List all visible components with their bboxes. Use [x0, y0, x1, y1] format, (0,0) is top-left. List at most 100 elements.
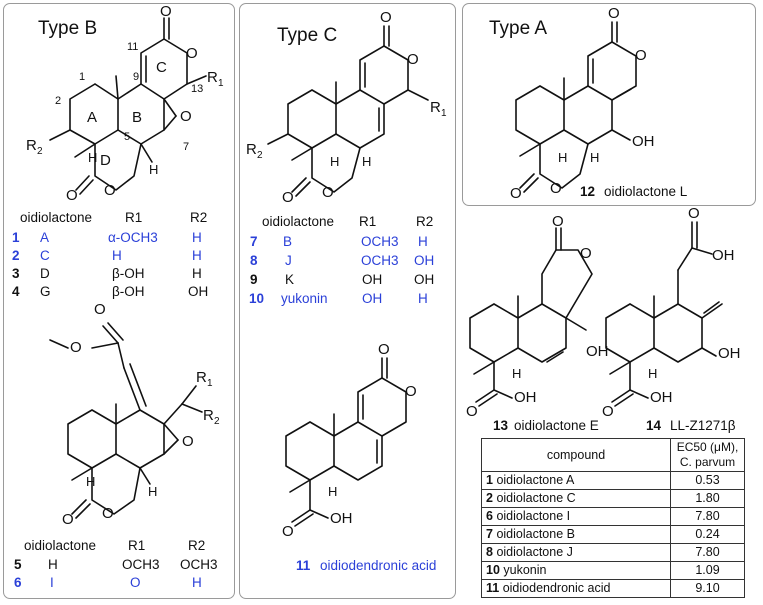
r2-value: H	[418, 291, 428, 306]
compound-number: 3	[12, 266, 20, 281]
compound-number: 10	[486, 563, 500, 577]
svg-text:1: 1	[207, 378, 213, 389]
ec50-row: 7 oidiolactone B 0.24	[481, 525, 745, 544]
svg-text:H: H	[648, 366, 657, 381]
r1-value: OCH3	[122, 557, 160, 572]
compound-13-number: 13	[493, 418, 509, 433]
svg-text:H: H	[362, 154, 371, 169]
compound-name: D	[40, 266, 50, 281]
panel-b-title: Type B	[38, 18, 98, 39]
compound-number: 7	[250, 234, 258, 249]
compound-name: oidiolactone B	[496, 527, 575, 541]
svg-text:O: O	[688, 205, 700, 222]
svg-text:OH: OH	[514, 389, 537, 406]
svg-text:O: O	[608, 5, 620, 22]
svg-text:D: D	[100, 152, 111, 169]
svg-text:O: O	[160, 3, 172, 20]
ec50-header-row: compound EC50 (μM), C. parvum	[481, 438, 745, 472]
svg-text:H: H	[149, 162, 158, 177]
compound-number: 8	[250, 253, 258, 268]
ec50-value: 0.53	[670, 471, 745, 490]
ec50-row: 10 yukonin 1.09	[481, 561, 745, 580]
compound-number: 4	[12, 284, 20, 299]
ec50-header-value: EC50 (μM), C. parvum	[670, 438, 745, 472]
ec50-value: 9.10	[670, 579, 745, 598]
panel-c-title: Type C	[277, 25, 338, 46]
svg-text:2: 2	[55, 95, 61, 107]
compound-name: G	[40, 284, 51, 299]
svg-text:2: 2	[37, 146, 43, 157]
svg-text:2: 2	[257, 150, 263, 161]
compound-14-name: LL-Z1271β	[670, 418, 736, 433]
svg-text:B: B	[132, 109, 142, 126]
compound-13-name: oidiolactone E	[514, 418, 599, 433]
table-c-header-r1: R1	[359, 214, 377, 229]
svg-text:O: O	[282, 523, 294, 540]
compound-name: yukonin	[503, 563, 547, 577]
r1-value: OCH3	[361, 234, 399, 249]
table-c-header-r2: R2	[416, 214, 434, 229]
table-b2-header-compound: oidiolactone	[24, 538, 97, 553]
svg-text:H: H	[88, 150, 97, 165]
r1-value: β-OH	[112, 284, 145, 299]
svg-text:7: 7	[183, 141, 189, 153]
svg-text:O: O	[94, 301, 106, 318]
r2-value: OH	[414, 272, 435, 287]
r1-value: O	[130, 575, 141, 590]
svg-text:O: O	[102, 505, 114, 522]
svg-text:O: O	[378, 341, 390, 358]
ec50-row: 11 oidiodendronic acid 9.10	[481, 579, 745, 598]
panel-a-title: Type A	[489, 18, 548, 39]
svg-text:O: O	[104, 182, 116, 199]
compound-number: 10	[249, 291, 265, 306]
compound-number: 6	[486, 509, 493, 523]
svg-text:13: 13	[191, 83, 203, 95]
r1-value: β-OH	[112, 266, 145, 281]
svg-text:H: H	[86, 474, 95, 489]
svg-text:R: R	[207, 69, 218, 86]
compound-number: 2	[12, 248, 20, 263]
compound-number: 8	[486, 545, 493, 559]
svg-text:R: R	[196, 369, 207, 386]
compound-number: 9	[250, 272, 258, 287]
svg-text:5: 5	[124, 131, 130, 143]
r1-value: OH	[362, 272, 383, 287]
table-b1-header-r2: R2	[190, 210, 208, 225]
ec50-header-compound: compound	[481, 438, 671, 472]
r2-value: H	[418, 234, 428, 249]
ec50-compound-cell: 6 oidiolactone I	[481, 507, 671, 526]
svg-text:O: O	[66, 187, 78, 204]
svg-text:R: R	[203, 407, 214, 424]
ec50-value: 0.24	[670, 525, 745, 544]
ec50-row: 6 oidiolactone I 7.80	[481, 507, 745, 526]
compound-number: 7	[486, 527, 493, 541]
compound-name: oidiolactone A	[496, 473, 575, 487]
svg-text:OH: OH	[718, 345, 741, 362]
compound-name: yukonin	[281, 291, 328, 306]
svg-text:H: H	[590, 150, 599, 165]
svg-text:9: 9	[133, 71, 139, 83]
svg-text:O: O	[580, 245, 592, 262]
compound-12-number: 12	[580, 184, 596, 199]
ec50-value: 7.80	[670, 543, 745, 562]
compound-name: J	[285, 253, 292, 268]
table-b2-header-r2: R2	[188, 538, 206, 553]
compound-number: 2	[486, 491, 493, 505]
svg-text:O: O	[62, 511, 74, 528]
r2-value: OCH3	[180, 557, 218, 572]
compound-number: 1	[12, 230, 20, 245]
svg-text:OH: OH	[712, 247, 735, 264]
table-b1-header-r1: R1	[125, 210, 143, 225]
compound-11-number: 11	[296, 558, 311, 573]
svg-text:R: R	[246, 141, 257, 158]
compound-12-name: oidiolactone L	[604, 184, 688, 199]
svg-text:R: R	[26, 137, 37, 154]
svg-text:11: 11	[127, 41, 138, 53]
ec50-value: 7.80	[670, 507, 745, 526]
r2-value: H	[192, 248, 202, 263]
r2-value: H	[192, 230, 202, 245]
svg-text:O: O	[552, 213, 564, 230]
r1-value: α-OCH3	[108, 230, 158, 245]
